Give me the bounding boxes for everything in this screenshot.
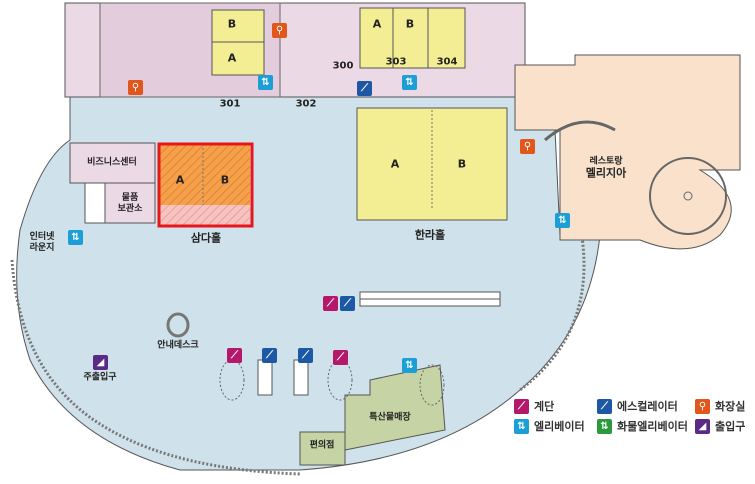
elevator-icon: ⇅ [402, 358, 417, 373]
elevator-icon: ⇅ [68, 230, 83, 245]
room-label: A [227, 51, 237, 65]
escalator-icon: ⟋ [340, 296, 355, 311]
legend-label: 화장실 [715, 400, 746, 413]
stairs-icon: ⟋ [227, 348, 242, 363]
escalator-icon: ⟋ [597, 398, 612, 414]
escalator-icon: ⟋ [262, 348, 277, 363]
legend-label: 엘리베이터 [534, 420, 585, 433]
freight-elevator-icon: ⇅ [597, 418, 612, 434]
halla-hall-label[interactable]: 한라홀 [414, 228, 446, 242]
restroom-icon: ⚲ [520, 139, 535, 154]
legend-label: 에스컬레이터 [617, 400, 678, 413]
legend-label: 화물엘리베이터 [617, 420, 688, 433]
convenience-store-area [299, 431, 346, 466]
halla-room-a[interactable]: A [390, 157, 400, 171]
room-label: B [405, 17, 415, 31]
room-label: B [227, 17, 237, 31]
restroom-icon: ⚲ [272, 23, 287, 38]
entrance-icon: ◢ [695, 418, 710, 434]
room-number: 301 [219, 98, 241, 110]
samda-room-b[interactable]: B [220, 173, 230, 187]
restroom-icon: ⚲ [695, 398, 710, 414]
stairs-icon: ⟋ [333, 350, 348, 365]
elevator-icon: ⇅ [402, 75, 417, 90]
main-entrance-label: 주출입구 [83, 372, 117, 383]
info-desk-ring [166, 312, 190, 338]
convenience-store-label: 편의점 [309, 440, 335, 451]
business-center-label: 비즈니스센터 [87, 157, 137, 168]
restroom-icon: ⚲ [128, 80, 143, 95]
room-label: A [372, 17, 382, 31]
restaurant-area [514, 54, 741, 250]
escalator-icon: ⟋ [357, 81, 372, 96]
restaurant-name-label: 멜리지아 [585, 166, 627, 180]
legend-stairs: ⟋ 계단 [514, 398, 554, 414]
legend-escalator: ⟋ 에스컬레이터 [597, 398, 678, 414]
legend-entrance: ◢ 출입구 [695, 418, 745, 434]
samda-hall-highlight [157, 142, 254, 228]
room-number: 302 [295, 98, 317, 110]
storage-label: 물품 보관소 [117, 193, 143, 214]
elevator-icon: ⇅ [258, 75, 273, 90]
info-desk-label: 안내데스크 [157, 340, 199, 351]
stairs-icon: ⟋ [514, 398, 529, 414]
restaurant-type-label: 레스토랑 [589, 156, 623, 167]
escalator-icon: ⟋ [298, 348, 313, 363]
legend-label: 계단 [534, 400, 555, 413]
room-number: 304 [436, 56, 458, 68]
elevator-icon: ⇅ [555, 213, 570, 228]
samda-room-a[interactable]: A [175, 173, 185, 187]
room-number: 303 [385, 56, 407, 68]
halla-room-b[interactable]: B [457, 157, 467, 171]
elevator-icon: ⇅ [514, 418, 529, 434]
entrance-icon: ◢ [93, 355, 108, 370]
souvenir-shop-label: 특산물매장 [369, 412, 411, 423]
internet-lounge-label: 인터넷 라운지 [29, 232, 55, 253]
legend-elevator: ⇅ 엘리베이터 [514, 418, 585, 434]
room-number: 300 [332, 60, 354, 72]
legend-label: 출입구 [715, 420, 746, 433]
samda-hall-label[interactable]: 삼다홀 [190, 231, 222, 245]
stairs-icon: ⟋ [323, 296, 338, 311]
legend-restroom: ⚲ 화장실 [695, 398, 745, 414]
legend-freight-elevator: ⇅ 화물엘리베이터 [597, 418, 688, 434]
